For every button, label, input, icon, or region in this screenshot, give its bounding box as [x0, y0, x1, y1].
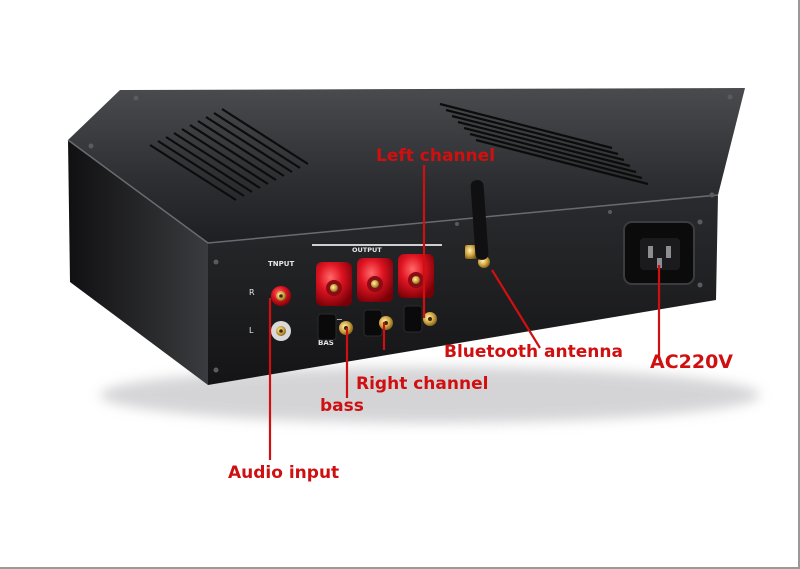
- black-post-right: [363, 309, 393, 337]
- label-audio-input: Audio input: [228, 463, 340, 483]
- panel-minus: −: [336, 315, 343, 324]
- panel-output-heading: OUTPUT: [352, 246, 382, 254]
- panel-bass-small: BAS: [318, 339, 334, 347]
- floor-shadow: [100, 367, 760, 423]
- rca-input-l: [271, 321, 291, 341]
- frame-edge-right: [798, 0, 800, 569]
- binding-post-right: [357, 258, 393, 302]
- rca-input-r: [271, 286, 291, 306]
- label-ac220v: AC220V: [650, 351, 734, 373]
- binding-post-bass: [316, 262, 352, 306]
- vent-left: [149, 108, 309, 201]
- callout-bluetooth: [491, 269, 541, 349]
- black-post-left: [403, 305, 437, 333]
- panel-input-l: L: [249, 326, 254, 335]
- panel-input-r: R: [249, 288, 255, 297]
- callout-lines: [268, 165, 661, 460]
- binding-post-left: [398, 254, 434, 298]
- panel-input-heading: TNPUT: [268, 260, 294, 268]
- bluetooth-antenna: [465, 180, 490, 268]
- vent-right: [439, 102, 649, 186]
- label-left-channel: Left channel: [376, 146, 496, 166]
- chassis-edge: [67, 139, 719, 244]
- screws: [88, 94, 733, 373]
- label-bluetooth-antenna: Bluetooth antenna: [444, 342, 623, 362]
- label-right-channel: Right channel: [356, 374, 489, 394]
- label-bass: bass: [320, 396, 364, 416]
- output-rule: [312, 244, 442, 246]
- frame-edge-bottom: [0, 567, 800, 569]
- chassis-left-side: [68, 140, 208, 385]
